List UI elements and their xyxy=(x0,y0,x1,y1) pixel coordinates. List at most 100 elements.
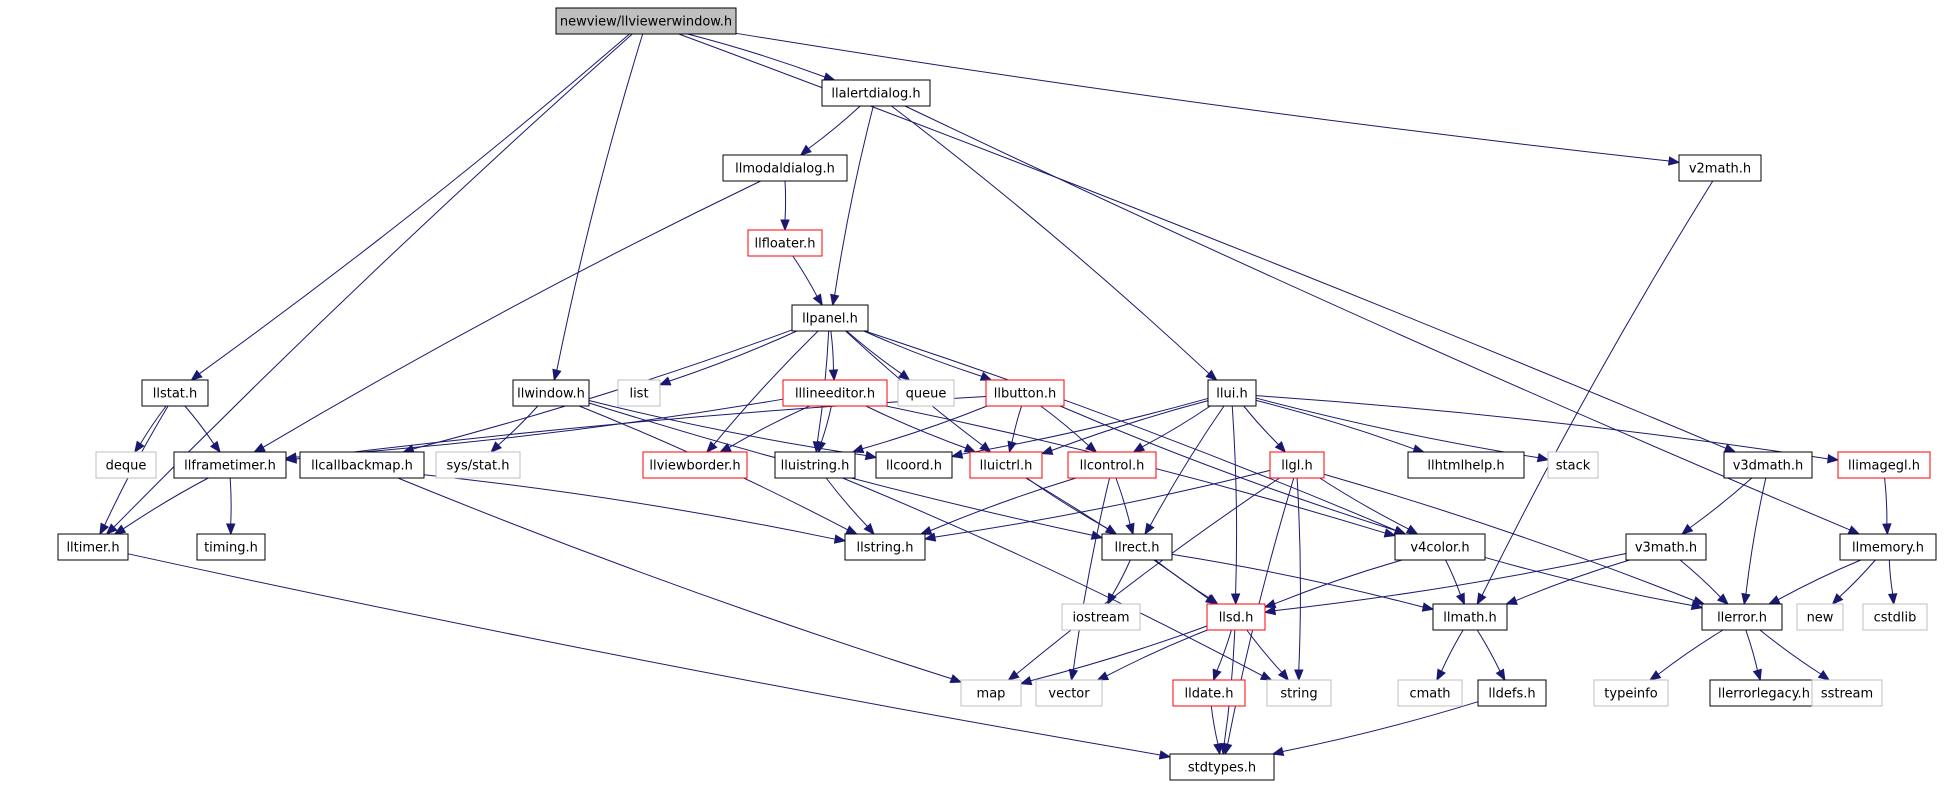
node-label: list xyxy=(629,387,648,402)
edge-llui-to-llgl xyxy=(1243,405,1287,453)
edge-v4color-to-llmath xyxy=(1445,559,1465,606)
node-label: timing.h xyxy=(204,541,258,556)
node-llmemory[interactable]: llmemory.h xyxy=(1839,533,1937,561)
node-box xyxy=(1169,753,1275,781)
node-llhtmlhelp[interactable]: llhtmlhelp.h xyxy=(1407,451,1525,479)
node-box xyxy=(1862,603,1928,631)
node-new: new xyxy=(1796,603,1844,631)
node-label: llwindow.h xyxy=(517,387,585,402)
node-llimagegl[interactable]: llimagegl.h xyxy=(1837,451,1931,479)
node-box xyxy=(747,229,823,257)
edge-llimagegl-to-llmemory xyxy=(1882,477,1892,536)
node-llwindow[interactable]: llwindow.h xyxy=(512,379,590,407)
node-box xyxy=(1266,679,1332,707)
edge-v4color-to-llerror xyxy=(1484,556,1704,610)
edge-v3math-to-llsd xyxy=(1263,553,1627,616)
edge-llfloater-to-llpanel xyxy=(792,255,823,307)
node-label: cmath xyxy=(1409,687,1450,702)
node-v3math[interactable]: v3math.h xyxy=(1625,533,1707,561)
node-llmodaldialog[interactable]: llmodaldialog.h xyxy=(722,154,848,182)
node-llgl[interactable]: llgl.h xyxy=(1269,451,1325,479)
node-label: lluistring.h xyxy=(781,459,850,474)
node-label: llui.h xyxy=(1216,387,1247,402)
edge-llmemory-to-llerror xyxy=(1767,559,1862,605)
node-lluictrl[interactable]: lluictrl.h xyxy=(969,451,1043,479)
node-label: newview/llviewerwindow.h xyxy=(560,15,732,30)
node-root[interactable]: newview/llviewerwindow.h xyxy=(555,7,737,35)
node-box xyxy=(1625,533,1707,561)
node-stack: stack xyxy=(1547,451,1599,479)
node-lltimer[interactable]: lltimer.h xyxy=(57,533,129,561)
edge-lldefs-to-stdtypes xyxy=(1271,701,1479,756)
node-v2math[interactable]: v2math.h xyxy=(1678,154,1762,182)
edge-llsd-to-map xyxy=(1019,625,1208,686)
node-box xyxy=(173,451,287,479)
node-label: v2math.h xyxy=(1689,162,1751,177)
edge-llpanel-to-lllineeditor xyxy=(828,330,839,382)
node-llsd[interactable]: llsd.h xyxy=(1206,603,1266,631)
edge-llmath-to-lldefs xyxy=(1476,629,1506,682)
edge-llrect-to-llmath xyxy=(1171,553,1435,612)
edge-lluistring-to-string xyxy=(842,477,1273,681)
node-box xyxy=(1811,679,1883,707)
node-label: sstream xyxy=(1821,687,1873,702)
node-llfloater[interactable]: llfloater.h xyxy=(747,229,823,257)
node-label: llimagegl.h xyxy=(1848,459,1920,474)
node-box xyxy=(1839,533,1937,561)
node-llerror[interactable]: llerror.h xyxy=(1701,603,1783,631)
node-v4color[interactable]: v4color.h xyxy=(1394,533,1486,561)
node-timing[interactable]: timing.h xyxy=(196,533,266,561)
node-label: llcontrol.h xyxy=(1080,459,1145,474)
node-map: map xyxy=(960,679,1022,707)
node-label: v3math.h xyxy=(1635,541,1697,556)
edge-llstat-to-deque xyxy=(134,405,167,454)
node-label: map xyxy=(977,687,1006,702)
node-llcallbackmap[interactable]: llcallbackmap.h xyxy=(299,451,425,479)
node-llerrorlegacy[interactable]: llerrorlegacy.h xyxy=(1709,679,1819,707)
node-llviewborder[interactable]: llviewborder.h xyxy=(642,451,748,479)
node-llmath[interactable]: llmath.h xyxy=(1432,603,1508,631)
node-box xyxy=(141,379,209,407)
node-box xyxy=(57,533,129,561)
node-lllineeditor[interactable]: lllineeditor.h xyxy=(782,379,888,407)
node-box xyxy=(1593,679,1669,707)
edge-llpanel-to-list xyxy=(658,330,798,386)
node-llcontrol[interactable]: llcontrol.h xyxy=(1067,451,1157,479)
edge-llrect-to-iostream xyxy=(1107,559,1131,606)
node-llpanel[interactable]: llpanel.h xyxy=(791,304,869,332)
node-label: llgl.h xyxy=(1281,459,1312,474)
node-lldate[interactable]: lldate.h xyxy=(1172,679,1246,707)
node-stdtypes[interactable]: stdtypes.h xyxy=(1169,753,1275,781)
edge-llmemory-to-cstdlib xyxy=(1887,559,1898,606)
node-lldefs[interactable]: lldefs.h xyxy=(1477,679,1547,707)
node-llrect[interactable]: llrect.h xyxy=(1101,533,1173,561)
edge-llui-to-llsd xyxy=(1230,405,1241,606)
node-box xyxy=(969,451,1043,479)
node-box xyxy=(642,451,748,479)
node-box xyxy=(1067,451,1157,479)
node-llframetimer[interactable]: llframetimer.h xyxy=(173,451,287,479)
node-llcoord[interactable]: llcoord.h xyxy=(875,451,953,479)
node-box xyxy=(897,379,955,407)
edge-llsd-to-vector xyxy=(1096,629,1208,681)
node-v3dmath[interactable]: v3dmath.h xyxy=(1723,451,1813,479)
node-box xyxy=(1547,451,1599,479)
node-label: llfloater.h xyxy=(755,237,816,252)
edge-llwindow-to-llcoord xyxy=(588,400,878,461)
node-llui[interactable]: llui.h xyxy=(1207,379,1257,407)
node-llbutton[interactable]: llbutton.h xyxy=(985,379,1065,407)
node-label: llsd.h xyxy=(1219,611,1254,626)
node-box xyxy=(512,379,590,407)
node-label: deque xyxy=(106,459,147,474)
node-lluistring[interactable]: lluistring.h xyxy=(774,451,856,479)
node-cstdlib: cstdlib xyxy=(1862,603,1928,631)
node-llstring[interactable]: llstring.h xyxy=(844,533,926,561)
node-llstat[interactable]: llstat.h xyxy=(141,379,209,407)
node-label: llmemory.h xyxy=(1852,541,1924,556)
node-llalertdialog[interactable]: llalertdialog.h xyxy=(821,79,931,107)
node-box xyxy=(1269,451,1325,479)
node-box xyxy=(844,533,926,561)
node-queue: queue xyxy=(897,379,955,407)
node-label: llbutton.h xyxy=(994,387,1056,402)
